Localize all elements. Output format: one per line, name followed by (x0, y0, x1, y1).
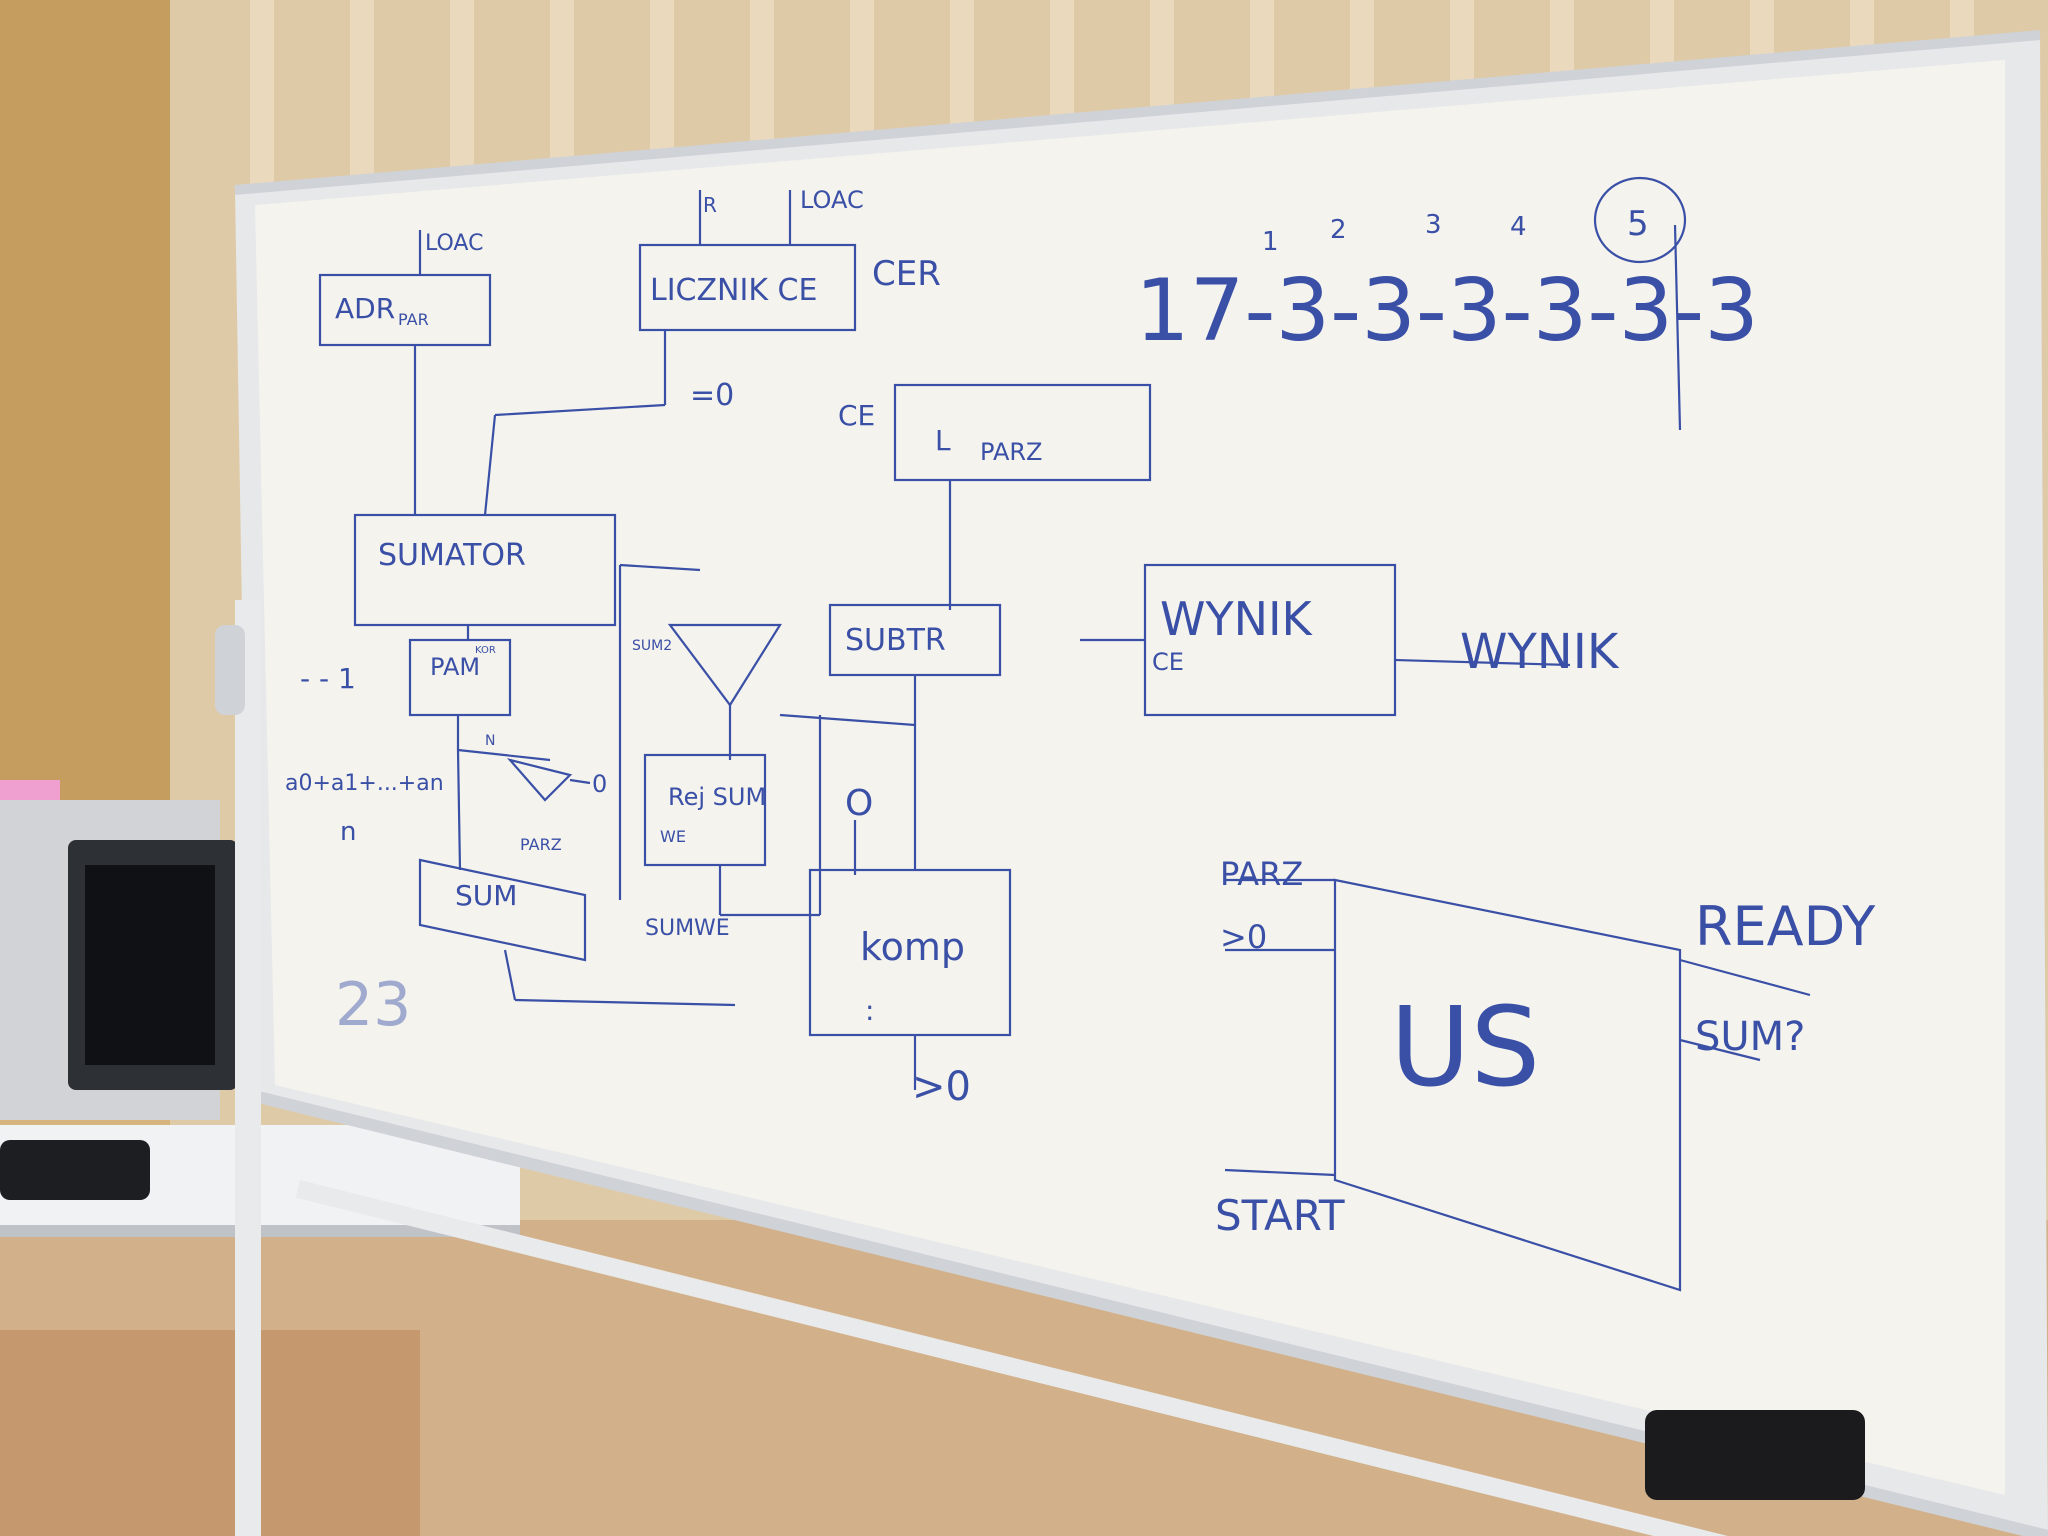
rej-sum-box (643, 753, 767, 867)
ce-label-2: CE (1152, 648, 1184, 676)
pam-label: PAM (430, 653, 480, 681)
ce-label-1: CE (838, 399, 875, 432)
whiteboard-labels: ADR PAR LOAC R LOAC LICZNIK CE CER =0 CE… (285, 186, 1876, 1240)
wynik-output-label: WYNIK (1460, 624, 1620, 680)
pam-superscript: KOR (475, 645, 496, 656)
board-surface (255, 60, 2005, 1495)
cer-label: CER (872, 254, 941, 294)
load-label-1: LOAC (425, 231, 483, 256)
parz-register-box (893, 383, 1152, 482)
par-label: PARZ (520, 835, 562, 854)
komp-label: komp (860, 925, 965, 969)
sequence-label: 17-3-3-3-3-3-3 (1135, 261, 1759, 361)
us-box (1333, 878, 1682, 1292)
gt0-input-label: >0 (1220, 918, 1267, 956)
start-label: START (1215, 1191, 1345, 1240)
number-23: 23 (335, 970, 411, 1040)
sum2-label: SUM2 (632, 638, 672, 654)
formula-bottom: n (340, 817, 356, 847)
top-number-5: 5 (1627, 204, 1649, 244)
komp-colon: : (865, 994, 874, 1027)
formula-top: a0+a1+...+an (285, 771, 444, 796)
parz-label: PARZ (980, 438, 1042, 466)
gt-zero-label: >0 (912, 1064, 971, 1110)
eraser (1645, 1410, 1865, 1500)
mux-large (667, 623, 782, 707)
adr-label: ADR (335, 292, 395, 325)
whiteboard-drawing (318, 176, 1811, 1292)
dash-one-label: - - 1 (300, 662, 356, 695)
sum-question-label: SUM? (1695, 1014, 1805, 1060)
parz-input-label: PARZ (1220, 855, 1303, 893)
us-label: US (1390, 983, 1540, 1111)
rej-sum-label: Rej SUM (668, 783, 766, 811)
top-number-2: 2 (1330, 215, 1347, 245)
stand-leg-left (235, 600, 261, 1536)
mux-small (506, 758, 573, 802)
sumwe-label: SUMWE (645, 916, 730, 941)
l-mark: L (935, 424, 951, 457)
wynik-box-label: WYNIK (1160, 592, 1314, 646)
top-number-1: 1 (1262, 227, 1279, 257)
komp-box (808, 868, 1012, 1037)
licznik-box (638, 243, 857, 332)
sumator-box (353, 513, 617, 627)
ready-label: READY (1695, 895, 1876, 958)
n-label: N (485, 733, 495, 749)
sum-box (418, 858, 587, 962)
r-label: R (703, 193, 717, 217)
we-label: WE (660, 827, 686, 846)
adr-box (318, 273, 492, 347)
pam-box (408, 638, 512, 717)
sumator-label: SUMATOR (378, 538, 526, 573)
zero-label-1: 0 (592, 770, 607, 798)
whiteboard (215, 30, 2048, 1536)
subtr-label: SUBTR (845, 623, 946, 658)
top-number-4: 4 (1510, 212, 1527, 242)
licznik-label: LICZNIK CE (650, 273, 817, 308)
sum-label: SUM (455, 879, 517, 912)
load-label-2: LOAC (800, 186, 864, 214)
adr-sub-label: PAR (398, 310, 429, 329)
eq-zero-label: =0 (690, 378, 734, 413)
top-number-3: 3 (1425, 210, 1442, 240)
zero-label-2: O (845, 783, 873, 824)
